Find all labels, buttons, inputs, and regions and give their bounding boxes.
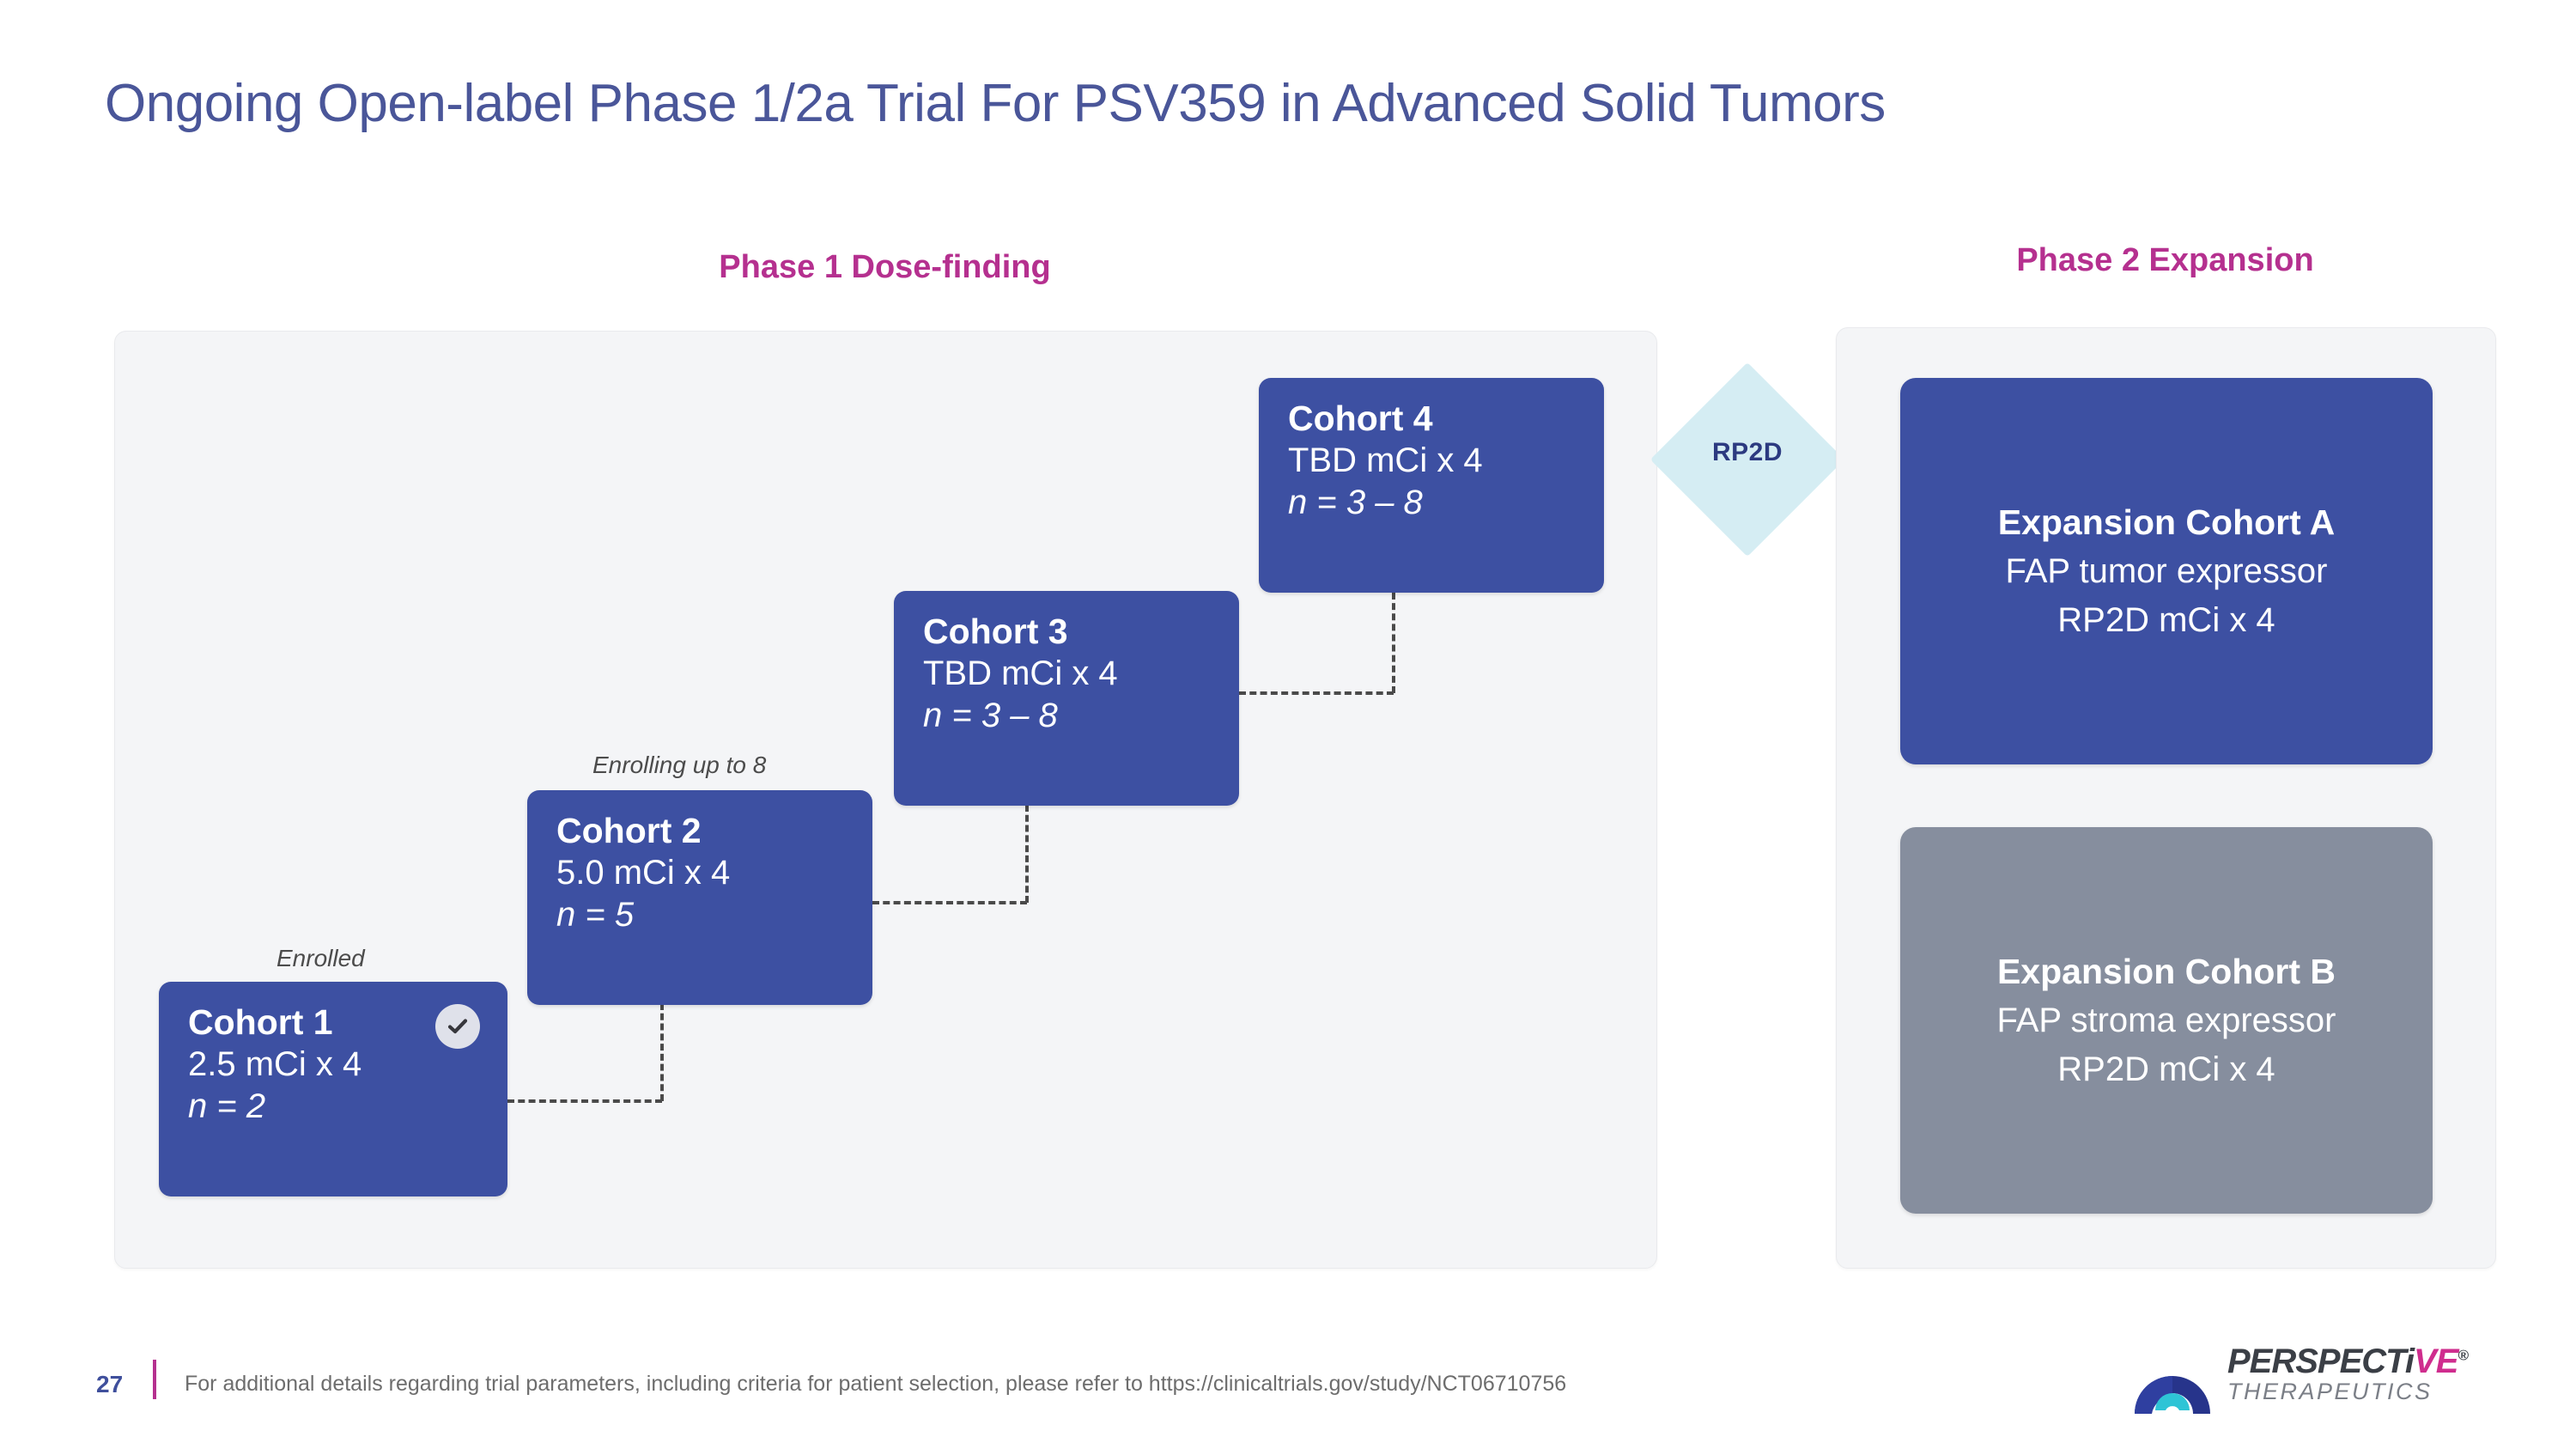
cohort-2-dose: 5.0 mCi x 4	[556, 854, 731, 892]
cohort-card-1[interactable]: Cohort 1 2.5 mCi x 4 n = 2	[159, 982, 507, 1196]
cohort-card-3[interactable]: Cohort 3 TBD mCi x 4 n = 3 – 8	[894, 591, 1239, 806]
footer-note: For additional details regarding trial p…	[185, 1372, 1567, 1396]
phase1-heading: Phase 1 Dose-finding	[719, 249, 1051, 285]
cohort-card-4[interactable]: Cohort 4 TBD mCi x 4 n = 3 – 8	[1259, 378, 1604, 593]
logo-word-part1: PERSPECT	[2227, 1342, 2406, 1380]
cohort-3-name: Cohort 3	[923, 612, 1068, 651]
cohort-4-dose: TBD mCi x 4	[1288, 441, 1483, 480]
expansion-b-dose: RP2D mCi x 4	[2057, 1050, 2275, 1089]
page-number: 27	[96, 1371, 124, 1397]
connector-cohort2-to-cohort3-horizontal	[872, 901, 1027, 904]
phase2-heading: Phase 2 Expansion	[2016, 242, 2314, 278]
cohort-4-enrollment: n = 3 – 8	[1288, 483, 1423, 521]
cohort1-status-label: Enrolled	[276, 945, 365, 971]
connector-cohort1-to-cohort2-horizontal	[507, 1099, 662, 1103]
expansion-b-population: FAP stroma expressor	[1996, 1002, 2336, 1040]
expansion-a-population: FAP tumor expressor	[2005, 552, 2328, 591]
brand-logo: PERSPECTiVE® THERAPEUTICS	[2131, 1340, 2500, 1430]
expansion-a-dose: RP2D mCi x 4	[2057, 601, 2275, 640]
registered-trademark-icon: ®	[2458, 1347, 2468, 1364]
expansion-b-title: Expansion Cohort B	[1996, 952, 2336, 992]
cohort-1-name: Cohort 1	[188, 1002, 333, 1042]
logo-tagline: THERAPEUTICS	[2227, 1379, 2433, 1404]
logo-wordmark-text: PERSPECTiVE®	[2227, 1343, 2502, 1379]
expansion-cohort-b-card[interactable]: Expansion Cohort B FAP stroma expressor …	[1900, 827, 2433, 1214]
check-circle-icon	[435, 1004, 480, 1049]
logo-word-part2: i	[2404, 1342, 2415, 1380]
connector-cohort1-to-cohort2-vertical	[660, 1003, 664, 1101]
cohort2-status-label: Enrolling up to 8	[592, 752, 767, 778]
perspective-arch-logo-icon	[2135, 1376, 2210, 1414]
cohort-card-2[interactable]: Cohort 2 5.0 mCi x 4 n = 5	[527, 790, 872, 1005]
footer-divider	[153, 1360, 156, 1399]
cohort-2-enrollment: n = 5	[556, 895, 635, 934]
cohort-2-name: Cohort 2	[556, 811, 702, 850]
connector-cohort2-to-cohort3-vertical	[1025, 805, 1029, 903]
rp2d-label: RP2D	[1711, 438, 1783, 466]
cohort-3-dose: TBD mCi x 4	[923, 654, 1118, 693]
connector-cohort3-to-cohort4-vertical	[1392, 593, 1395, 693]
page-title: Ongoing Open-label Phase 1/2a Trial For …	[105, 74, 1886, 133]
expansion-a-title: Expansion Cohort A	[1997, 502, 2336, 543]
cohort-1-dose: 2.5 mCi x 4	[188, 1045, 362, 1084]
cohort-4-name: Cohort 4	[1288, 399, 1433, 438]
cohort-1-enrollment: n = 2	[188, 1087, 266, 1125]
logo-word-part3: VE	[2414, 1342, 2458, 1380]
connector-cohort3-to-cohort4-horizontal	[1239, 691, 1394, 695]
cohort-3-enrollment: n = 3 – 8	[923, 696, 1058, 734]
expansion-cohort-a-card[interactable]: Expansion Cohort A FAP tumor expressor R…	[1900, 378, 2433, 764]
